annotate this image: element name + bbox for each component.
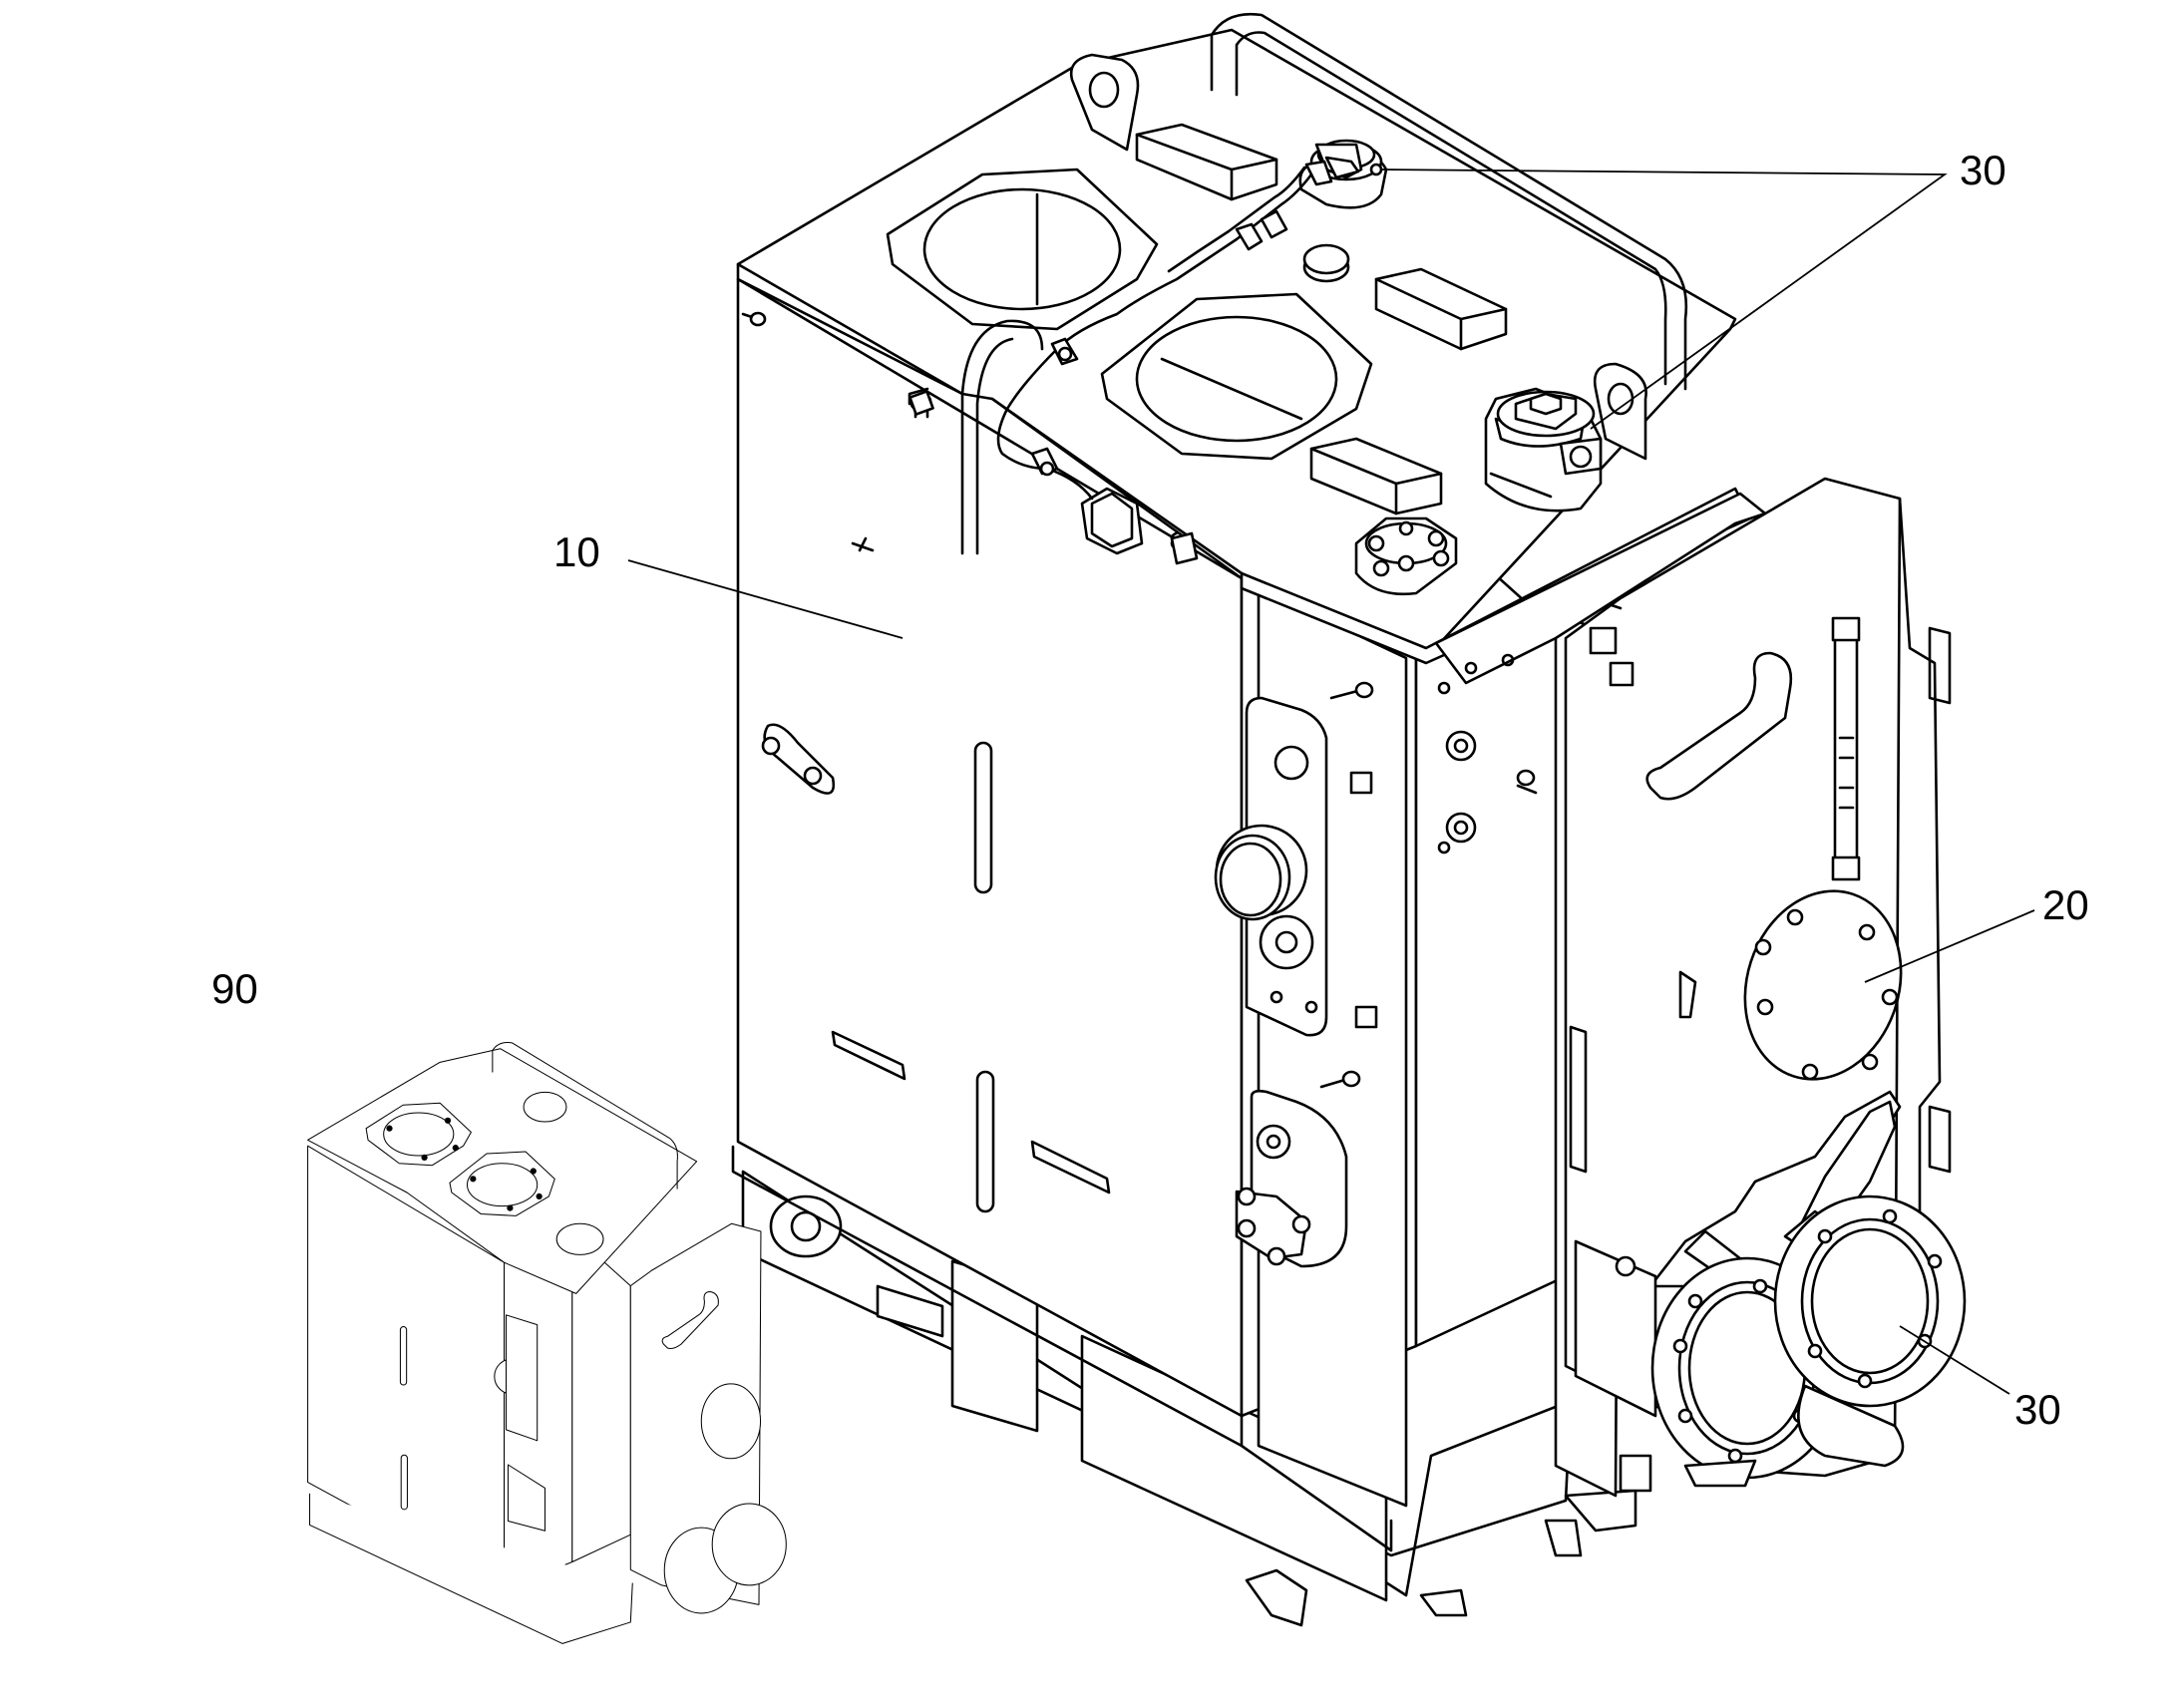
fittings: [908, 390, 1199, 565]
callouts: 10 20 30 30 90: [211, 147, 2089, 1433]
callout-20: 20: [2042, 881, 2089, 928]
front-face: [1214, 502, 1418, 1508]
leader-10: [627, 559, 904, 639]
leader-30-top: [1380, 169, 1948, 430]
left-side-panel: [731, 277, 1393, 1552]
callout-30-bottom: 30: [2014, 1386, 2061, 1433]
callout-90: 90: [211, 965, 258, 1012]
leader-30-bottom: [1899, 1325, 2010, 1395]
leader-20: [1864, 909, 2035, 983]
callout-30-top: 30: [1960, 147, 2006, 193]
top-cover: [736, 12, 1767, 685]
overview-assembly: [307, 1042, 787, 1644]
callout-10: 10: [553, 528, 600, 575]
sensors: [996, 139, 1603, 596]
main-tank-assembly: [731, 12, 1967, 1627]
pump-flanges: [1574, 1090, 1967, 1488]
